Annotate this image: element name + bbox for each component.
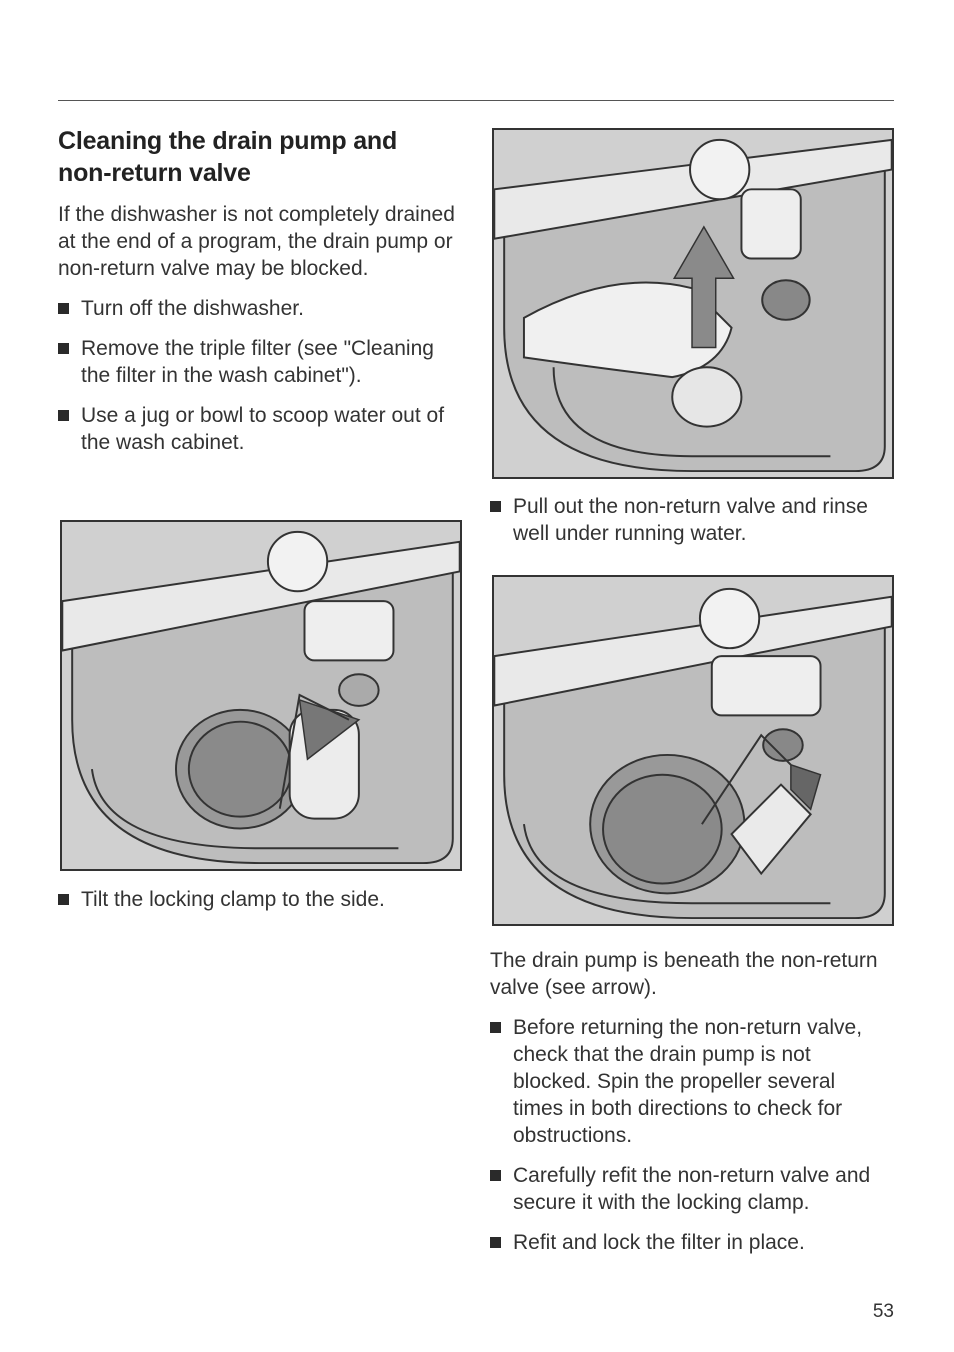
left-column: Cleaning the drain pump and non-return v… xyxy=(58,125,468,456)
figure-tilt-clamp xyxy=(60,520,462,871)
step-scoop-water: Use a jug or bowl to scoop water out of … xyxy=(58,402,468,456)
step-tilt-clamp: Tilt the locking clamp to the side. xyxy=(58,886,468,913)
illustration-pull-valve xyxy=(494,130,892,477)
figure-drain-pump xyxy=(492,575,894,926)
section-heading: Cleaning the drain pump and non-return v… xyxy=(58,125,468,189)
heading-line-1: Cleaning the drain pump and xyxy=(58,127,398,155)
figure-pull-valve xyxy=(492,128,894,479)
left-step-list-2: Tilt the locking clamp to the side. xyxy=(58,886,468,913)
right-column-bottom: The drain pump is beneath the non-return… xyxy=(490,947,890,1256)
step-turn-off: Turn off the dishwasher. xyxy=(58,295,468,322)
illustration-drain-pump xyxy=(494,577,892,924)
step-pull-valve: Pull out the non-return valve and rinse … xyxy=(490,493,900,547)
left-step-list: Turn off the dishwasher. Remove the trip… xyxy=(58,295,468,456)
drain-pump-note: The drain pump is beneath the non-return… xyxy=(490,949,878,999)
header-rule xyxy=(58,100,894,101)
page-number: 53 xyxy=(872,1301,894,1322)
step-remove-filter: Remove the triple filter (see "Cleaning … xyxy=(58,335,468,389)
right-step-list-1: Pull out the non-return valve and rinse … xyxy=(490,493,900,547)
step-refit-filter: Refit and lock the filter in place. xyxy=(490,1229,890,1256)
step-check-pump: Before returning the non-return valve, c… xyxy=(490,1014,890,1149)
right-step-list-2: Before returning the non-return valve, c… xyxy=(490,1014,890,1256)
right-column-top: Pull out the non-return valve and rinse … xyxy=(490,493,900,547)
illustration-tilt-clamp xyxy=(62,522,460,869)
heading-line-2: non-return valve xyxy=(58,159,251,187)
step-refit-valve: Carefully refit the non-return valve and… xyxy=(490,1162,890,1216)
left-caption-block: Tilt the locking clamp to the side. xyxy=(58,886,468,913)
intro-paragraph: If the dishwasher is not completely drai… xyxy=(58,203,455,280)
